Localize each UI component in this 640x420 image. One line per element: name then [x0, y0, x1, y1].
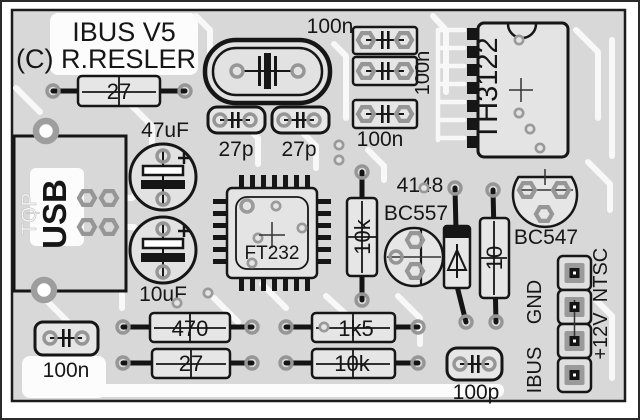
transistor-bc557-label: BC557 [384, 202, 448, 225]
ic-th3122-label: TH3122 [472, 37, 504, 140]
resistor-27-bottom: 27 [115, 347, 260, 380]
resistor-27-bottom-label: 27 [179, 351, 203, 376]
resistor-10-label: 10 [482, 246, 507, 270]
cap-47uf-label: 47uF [141, 119, 189, 142]
ic-ft232-label: FT232 [245, 243, 300, 264]
capacitor-47uf: 47uF [128, 119, 198, 212]
resistor-27-top: 27 [45, 74, 193, 108]
resistor-10k-v-label: 10k [350, 218, 375, 254]
header-12v-label: +12V [590, 312, 612, 360]
transistor-bc557: BC557 [383, 202, 448, 288]
capacitor-10uf: 10uF [128, 215, 198, 306]
crystal [202, 37, 333, 106]
capacitor-100p: 100p [445, 346, 504, 404]
cap-100p-label: 100p [453, 381, 500, 404]
capacitor-100n-column: 100n 100n 100n [307, 15, 434, 151]
usb-connector: TOP USB [12, 121, 128, 300]
resistor-10k-vertical: 10k [345, 164, 379, 308]
mounting-hole-bottom [34, 280, 54, 300]
cap-100n-mid-label: 100n [412, 51, 434, 96]
cap-27p-b-label: 27p [281, 138, 316, 161]
cap-100n-bot-label: 100n [357, 128, 404, 151]
header-ntsc-label: NTSC [590, 248, 612, 302]
header-ibus-label: IBUS [524, 347, 546, 394]
ic-th3122: TH3122 [467, 21, 570, 159]
diode-4148: 4148 [397, 174, 474, 330]
pin-header: GND IBUS NTSC +12V [524, 248, 612, 394]
title-line2: (C) R.RESLER [16, 44, 196, 74]
resistor-10-vertical: 10 [478, 182, 511, 330]
cap-100n-top-label: 100n [307, 15, 354, 38]
resistor-10k-horizontal: 10k [278, 347, 426, 380]
capacitor-27p-pair: 27p 27p [206, 105, 331, 161]
cap-27p-a-label: 27p [218, 138, 253, 161]
capacitor-100n-bottom-left: 100n [33, 320, 100, 382]
resistor-27-top-label: 27 [107, 79, 131, 104]
transistor-bc547-label: BC547 [514, 226, 578, 249]
usb-label: USB [36, 179, 73, 249]
title-line1: IBUS V5 [72, 17, 176, 47]
cap-100n-bl-label: 100n [43, 359, 90, 382]
header-gnd-label: GND [524, 280, 546, 324]
resistor-470-label: 470 [172, 316, 209, 341]
usb-top-marking: TOP [18, 193, 41, 236]
resistor-10k-h-label: 10k [334, 351, 370, 376]
resistor-1k5-label: 1k5 [338, 316, 373, 341]
transistor-bc547: BC547 [511, 169, 579, 249]
resistor-1k5: 1k5 [278, 311, 426, 344]
resistor-470: 470 [115, 311, 260, 344]
mounting-hole-top [36, 121, 56, 141]
board-title: IBUS V5 (C) R.RESLER [16, 17, 196, 74]
ic-ft232: FT232 [213, 175, 331, 291]
